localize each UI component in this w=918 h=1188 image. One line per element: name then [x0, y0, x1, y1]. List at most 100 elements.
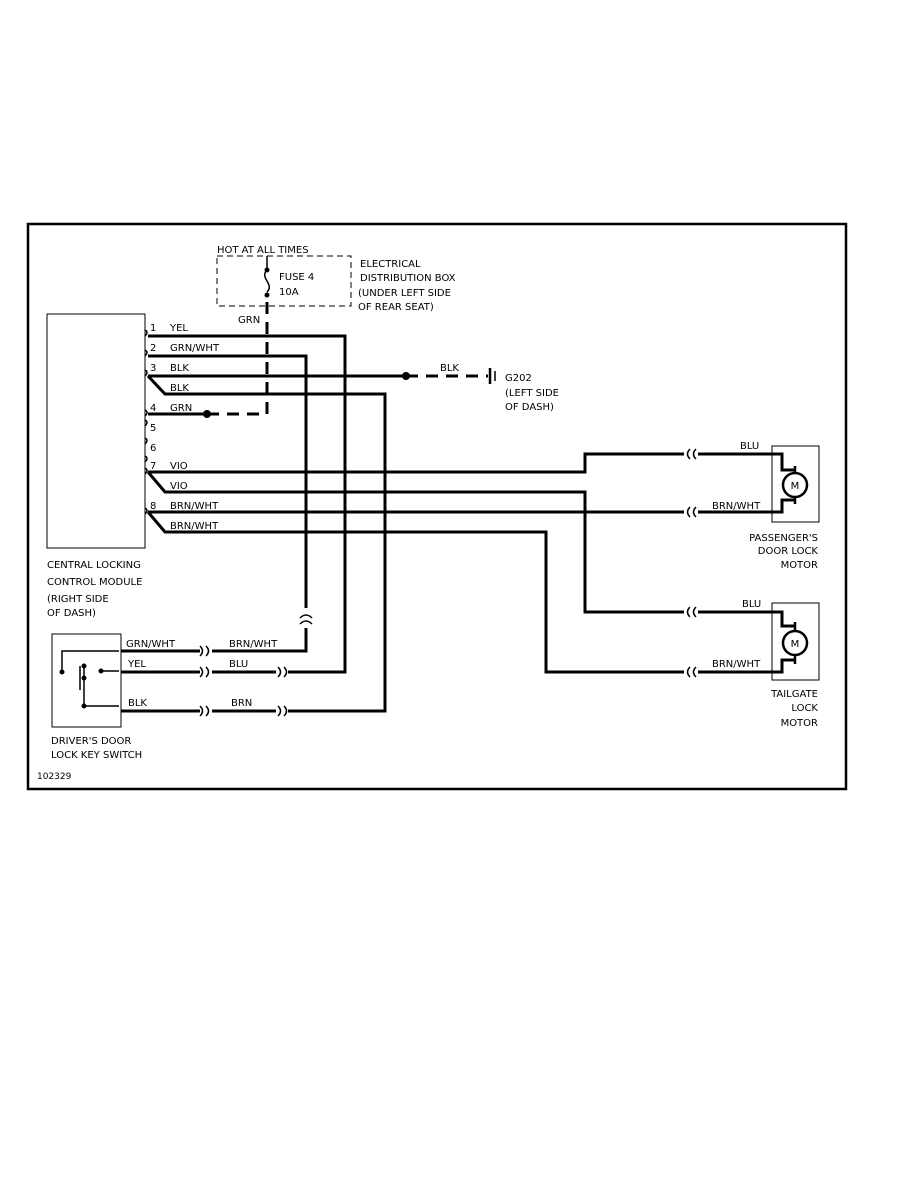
fuse-label: FUSE 4 [279, 272, 314, 283]
pin-number: 5 [150, 423, 156, 434]
connector-icon [205, 666, 210, 678]
distribution-box-outline [216, 255, 352, 307]
ground-wire-label: BLK [440, 363, 459, 374]
pin-connector-icon [144, 507, 148, 515]
pin-number: 4 [150, 403, 156, 414]
connector-icon [686, 506, 691, 518]
switch-contact-dot [59, 669, 65, 675]
module-pin-connectors [144, 329, 148, 515]
figure-id: 102329 [37, 772, 72, 782]
connector-icon [299, 614, 313, 619]
connector-icon [686, 606, 691, 618]
passenger-motor-label-1: PASSENGER'S [749, 533, 818, 544]
wire-blk-switch [146, 374, 387, 713]
connector-icon [199, 705, 204, 717]
key-switch-label-2: LOCK KEY SWITCH [51, 750, 142, 761]
diagram-frame [26, 222, 848, 791]
drivers-door-lock-key-switch: GRN/WHT BRN/WHT YEL BLU BLK BRN DRIVER'S… [51, 633, 288, 761]
connector-icon [686, 666, 691, 678]
wire-grn-wht-lower [212, 628, 308, 653]
control-module-label-1: CENTRAL LOCKING [47, 560, 141, 571]
motor-symbol: M [791, 639, 800, 650]
wire-brn-wht-tailgate [146, 511, 684, 674]
key-switch-outline [51, 633, 122, 728]
switch-wire-label: GRN/WHT [126, 639, 176, 650]
pin-connector-icon [144, 349, 148, 357]
passenger-wire-bottom-label: BRN/WHT [712, 501, 761, 512]
pin-connector-icon [144, 369, 148, 377]
connector-icon [199, 645, 204, 657]
pin-wire-label: VIO [170, 461, 188, 472]
pin-connector-icon [144, 455, 148, 463]
passenger-motor-outline [771, 445, 820, 523]
tailgate-wire-bottom-label: BRN/WHT [712, 659, 761, 670]
tailgate-motor-lead-top [698, 610, 795, 628]
pin-wire-label: BRN/WHT [170, 521, 219, 532]
passenger-motor-label-2: DOOR LOCK [758, 546, 819, 557]
pin-wire-label: GRN [170, 403, 192, 414]
control-module-outline [46, 313, 146, 549]
switch-contact-icon [61, 650, 119, 670]
switch-contact-dot [81, 703, 87, 709]
tailgate-wire-top-label: BLU [742, 599, 761, 610]
pin-connector-icon [144, 467, 148, 475]
distribution-box-label-1: ELECTRICAL [360, 259, 421, 270]
control-module-label-4: OF DASH) [47, 608, 96, 619]
central-locking-control-module: CENTRAL LOCKING CONTROL MODULE (RIGHT SI… [46, 313, 146, 619]
pin-number: 6 [150, 443, 156, 454]
connector-icon [283, 666, 288, 678]
switch-wire-label: BRN [231, 698, 252, 709]
control-module-label-3: (RIGHT SIDE [47, 594, 109, 605]
tailgate-motor-outline [771, 602, 820, 681]
connector-icon [692, 666, 697, 678]
passenger-wire-top-label: BLU [740, 441, 759, 452]
electrical-distribution-box: HOT AT ALL TIMES FUSE 4 10A ELECTRICAL D… [216, 245, 456, 326]
wire-vio-tailgate [146, 471, 684, 614]
pin-wire-label: BLK [170, 363, 189, 374]
connector-icon [692, 448, 697, 460]
connector-icon [205, 645, 210, 657]
module-wires [146, 334, 684, 713]
connector-icon [692, 606, 697, 618]
distribution-box-label-2: DISTRIBUTION BOX [360, 273, 456, 284]
passenger-motor-lead-top [698, 452, 795, 472]
motor-symbol: M [791, 481, 800, 492]
distribution-box-label-3: (UNDER LEFT SIDE [358, 288, 451, 299]
pin-wire-label: GRN/WHT [170, 343, 220, 354]
pin-number: 7 [150, 461, 156, 472]
switch-wire-label: BRN/WHT [229, 639, 278, 650]
passenger-door-lock-motor: BLU BRN/WHT M PASSENGER'S DOOR LOCK MOTO… [686, 441, 820, 571]
dashed-wires [203, 296, 488, 418]
wire-vio-passenger [148, 452, 684, 474]
passenger-motor-label-3: MOTOR [781, 560, 818, 571]
control-module-label-2: CONTROL MODULE [47, 577, 142, 588]
connector-icon [277, 705, 282, 717]
switch-contact-dot [81, 675, 87, 681]
distribution-box-label-4: OF REAR SEAT) [358, 302, 434, 313]
switch-contact-dot [81, 663, 87, 669]
grn-dashed-feed [207, 296, 269, 416]
pin-connector-icon [144, 419, 148, 427]
motor-icon [781, 629, 809, 657]
connector-icon [277, 666, 282, 678]
fuse-icon [264, 269, 270, 293]
pin-wire-label: BRN/WHT [170, 501, 219, 512]
ground-name: G202 [505, 373, 532, 384]
pin-connector-icon [144, 409, 148, 417]
pin-number: 3 [150, 363, 156, 374]
ground-location-1: (LEFT SIDE [505, 388, 559, 399]
fuse-feed-wire-label: GRN [238, 315, 260, 326]
wire-yel [148, 334, 347, 674]
inline-connector-vertical [299, 614, 313, 625]
module-pin-labels: 1 YEL 2 GRN/WHT 3 BLK BLK 4 GRN 5 6 7 VI… [150, 323, 220, 532]
splice-dot [203, 410, 211, 418]
connector-icon [199, 666, 204, 678]
pin-wire-label: YEL [169, 323, 188, 334]
pin-connector-icon [144, 329, 148, 337]
pin-wire-label: BLK [170, 383, 189, 394]
pin-number: 2 [150, 343, 156, 354]
connector-icon [299, 620, 313, 625]
connector-icon [686, 448, 691, 460]
switch-contact-dot [98, 668, 104, 674]
connector-icon [283, 705, 288, 717]
